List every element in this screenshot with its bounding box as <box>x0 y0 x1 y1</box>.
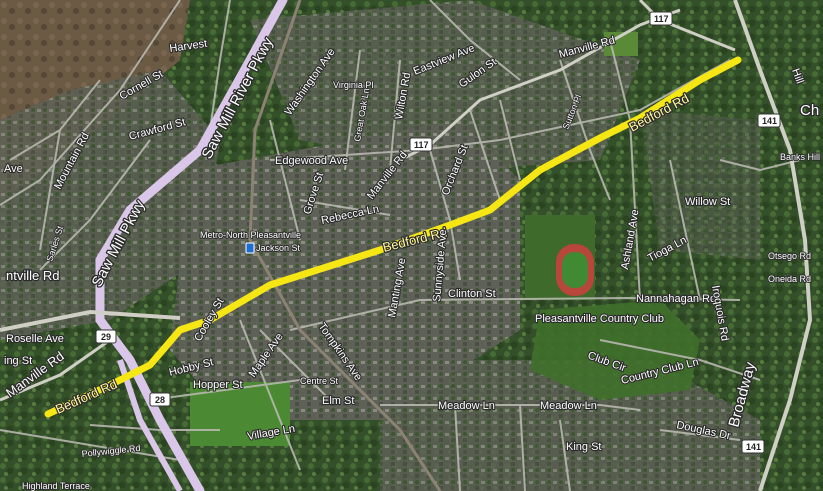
town-center <box>170 120 520 420</box>
track-infield <box>562 252 588 288</box>
shield-141-top: 141 <box>757 113 781 128</box>
broadway-road[interactable] <box>733 0 813 491</box>
label-ave-left: Ave <box>4 163 23 175</box>
label-oneida: Oneida Rd <box>768 274 811 284</box>
label-elm: Elm St <box>322 395 354 407</box>
svg-text:117: 117 <box>414 140 429 150</box>
label-centre: Centre St <box>300 376 339 386</box>
label-metro-north: Metro-North Pleasantville <box>200 230 301 240</box>
svg-text:28: 28 <box>155 395 165 405</box>
label-edgewood: Edgewood Ave <box>275 155 348 167</box>
label-meadow-2: Meadow Ln <box>540 400 597 412</box>
shield-117-top: 117 <box>649 11 673 26</box>
label-meadow-1: Meadow Ln <box>438 400 495 412</box>
label-pleasantville-cc: Pleasantville Country Club <box>535 313 664 325</box>
svg-text:141: 141 <box>746 442 761 452</box>
town-north <box>250 0 640 170</box>
label-hopper: Hopper St <box>193 379 243 391</box>
station-icon[interactable] <box>245 242 255 254</box>
label-roselle: Roselle Ave <box>6 333 64 345</box>
minor-roads <box>0 0 801 491</box>
label-nannahagan: Nannahagan Rd <box>636 293 716 305</box>
route-29-road[interactable] <box>0 309 181 332</box>
label-willow: Willow St <box>685 196 730 208</box>
label-highland: Highland Terrace <box>22 481 90 491</box>
label-banks-hill: Banks Hill <box>780 152 820 162</box>
shield-28: 28 <box>149 392 171 407</box>
label-otsego: Otsego Rd <box>768 251 811 261</box>
shield-29: 29 <box>95 329 117 344</box>
svg-text:141: 141 <box>762 116 777 126</box>
label-antville: ntville Rd <box>6 268 59 283</box>
town-area-left <box>0 70 220 340</box>
shield-141-low: 141 <box>741 439 765 454</box>
svg-text:29: 29 <box>101 332 111 342</box>
label-clinton: Clinton St <box>448 288 496 300</box>
bedford-rd-highlight[interactable] <box>44 56 742 418</box>
label-jackson: Jackson St <box>256 243 301 253</box>
golf-course <box>530 300 700 400</box>
shield-117-mid: 117 <box>409 137 433 152</box>
town-east <box>640 110 760 260</box>
svg-text:117: 117 <box>654 14 669 24</box>
label-ging: ing St <box>4 355 32 367</box>
label-king: King St <box>566 441 601 453</box>
label-virginia: Virginia Pl <box>333 80 373 90</box>
label-ch: Ch <box>800 102 819 119</box>
manville-rd-south[interactable] <box>0 338 111 402</box>
